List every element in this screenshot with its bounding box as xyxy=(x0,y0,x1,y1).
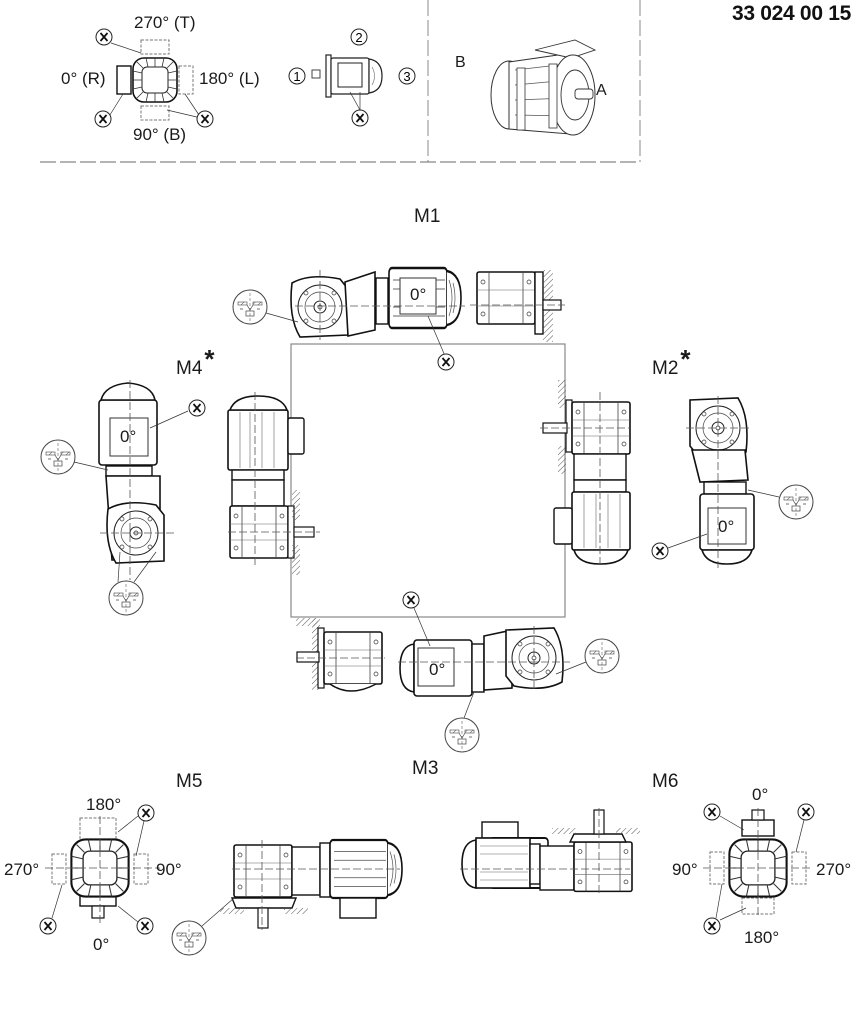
m1-side-view xyxy=(290,266,465,340)
svg-text:2: 2 xyxy=(355,30,362,45)
m5-side-view xyxy=(220,838,404,930)
m1-box-angle: 0° xyxy=(410,285,427,304)
x-marker-icon xyxy=(136,917,154,935)
cable-entry-icon xyxy=(311,54,383,111)
x-marker-icon xyxy=(797,803,815,821)
m2-side-view xyxy=(540,380,631,568)
svg-text:3: 3 xyxy=(403,69,410,84)
x-marker-icon xyxy=(703,803,721,821)
m3-box-angle: 0° xyxy=(429,660,446,679)
terminal-position-left-label: 0° (R) xyxy=(61,69,106,88)
svg-text:1: 1 xyxy=(293,69,300,84)
mounting-title-m2: M2* xyxy=(652,344,691,379)
mounting-title-m4: M4* xyxy=(176,344,215,379)
m5-angle-right: 90° xyxy=(156,860,182,879)
m5-end-view xyxy=(45,816,160,923)
terminal-box-position-icon xyxy=(107,39,202,121)
m3-side-view xyxy=(398,626,570,697)
mounting-title-m6: M6 xyxy=(652,771,679,792)
asterisk-mark: * xyxy=(204,344,215,374)
x-marker-icon xyxy=(137,804,155,822)
mounting-symbol-icon xyxy=(444,717,480,753)
mounting-symbol-icon xyxy=(584,638,620,674)
x-marker-icon xyxy=(651,542,669,560)
x-marker-icon xyxy=(95,28,113,46)
mounting-title-m5: M5 xyxy=(176,771,203,792)
terminal-position-bottom-label: 90° (B) xyxy=(133,125,187,144)
terminal-position-right-label: 180° (L) xyxy=(199,69,260,88)
m6-side-view xyxy=(460,808,640,896)
m5-angle-left: 270° xyxy=(4,860,40,879)
m6-angle-right: 270° xyxy=(816,860,852,879)
m5-angle-bottom: 0° xyxy=(93,935,110,954)
cable-entry-1: 1 xyxy=(288,67,306,85)
m6-angle-bottom: 180° xyxy=(744,928,780,947)
legend-separator xyxy=(40,0,641,163)
m2-front-view xyxy=(686,396,755,568)
m2-box-angle: 0° xyxy=(718,517,735,536)
m6-angle-left: 90° xyxy=(672,860,698,879)
side-b-label: B xyxy=(455,54,466,71)
m6-angle-top: 0° xyxy=(752,785,769,804)
x-marker-icon xyxy=(703,917,721,935)
m4-side-view xyxy=(227,392,320,575)
x-marker-icon xyxy=(402,591,420,609)
x-marker-icon xyxy=(94,110,112,128)
mounting-title-m1: M1 xyxy=(414,206,441,227)
x-marker-icon xyxy=(437,353,455,371)
terminal-position-top-label: 270° (T) xyxy=(134,13,196,32)
x-marker-icon xyxy=(196,110,214,128)
m3-end-view xyxy=(296,618,385,692)
m5-angle-top: 180° xyxy=(86,795,122,814)
mounting-symbol-icon xyxy=(108,580,144,616)
mounting-title-m3: M3 xyxy=(412,758,439,779)
document-code: 33 024 00 15 xyxy=(731,2,851,25)
side-a-label: A xyxy=(596,82,607,99)
m4-box-angle: 0° xyxy=(120,427,137,446)
mounting-symbol-icon xyxy=(171,920,207,956)
mounting-symbol-icon xyxy=(40,439,76,475)
cable-entry-3: 3 xyxy=(398,67,416,85)
m4-front-view xyxy=(98,380,175,580)
x-marker-icon xyxy=(351,109,369,127)
cable-entry-2: 2 xyxy=(350,28,368,46)
mounting-reference-frame xyxy=(290,343,566,618)
m1-end-view xyxy=(470,270,565,342)
gearmotor-perspective-icon xyxy=(490,39,597,136)
x-marker-icon xyxy=(188,399,206,417)
asterisk-mark: * xyxy=(680,344,691,374)
mounting-symbol-icon xyxy=(778,484,814,520)
mounting-symbol-icon xyxy=(232,289,268,325)
m6-end-view xyxy=(703,808,813,918)
x-marker-icon xyxy=(39,917,57,935)
cable-entry-numbers: 1 2 3 xyxy=(288,28,416,85)
